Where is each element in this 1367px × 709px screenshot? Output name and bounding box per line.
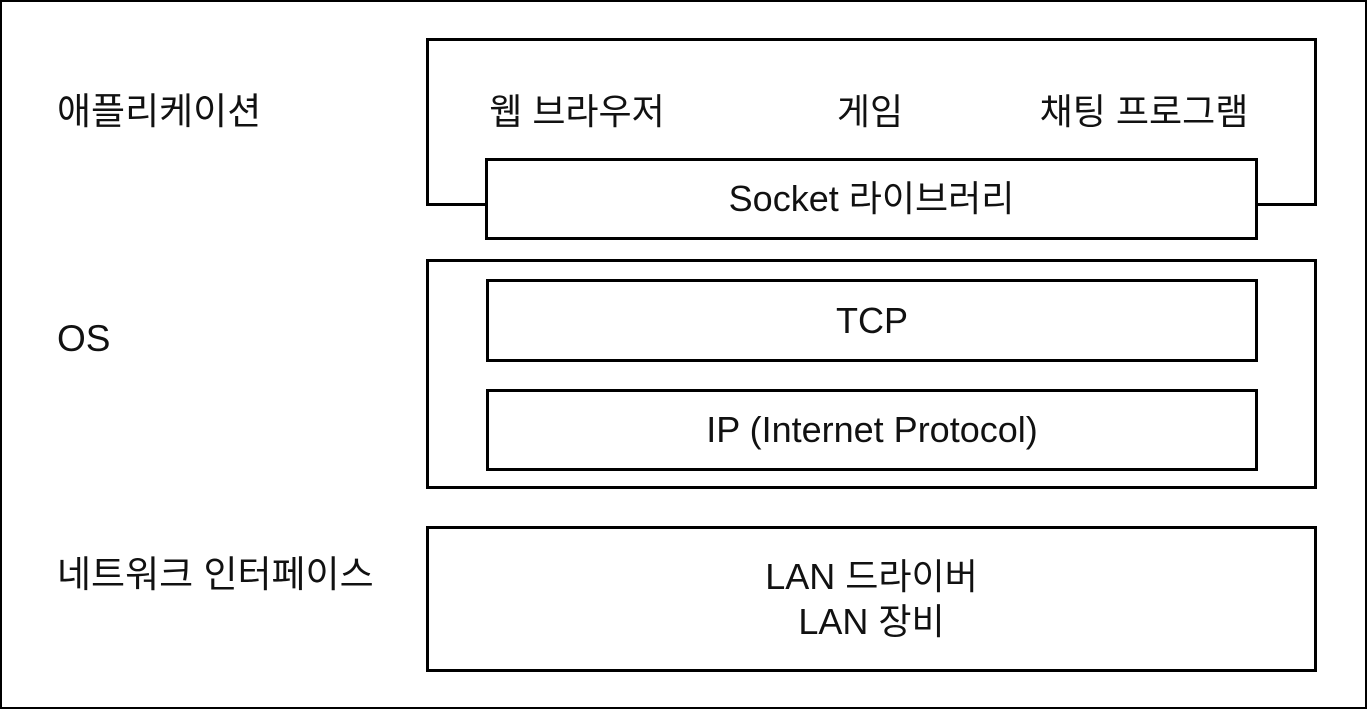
tcp-box: TCP <box>486 279 1258 362</box>
network-interface-box: LAN 드라이버 LAN 장비 <box>426 526 1317 672</box>
os-layer-label: OS <box>57 318 111 359</box>
lan-driver-label: LAN 드라이버 <box>765 556 978 597</box>
chat-program-label: 채팅 프로그램 <box>1039 91 1249 132</box>
socket-library-label: Socket 라이브러리 <box>728 178 1015 219</box>
lan-equipment-label: LAN 장비 <box>798 601 945 642</box>
application-layer-label: 애플리케이션 <box>57 91 262 132</box>
ip-label: IP (Internet Protocol) <box>706 409 1038 450</box>
web-browser-label: 웹 브라우저 <box>489 91 665 132</box>
tcp-label: TCP <box>836 299 908 341</box>
network-interface-layer-label: 네트워크 인터페이스 <box>57 554 374 595</box>
socket-library-box: Socket 라이브러리 <box>485 158 1258 240</box>
ip-box: IP (Internet Protocol) <box>486 389 1258 471</box>
game-label: 게임 <box>836 91 904 132</box>
